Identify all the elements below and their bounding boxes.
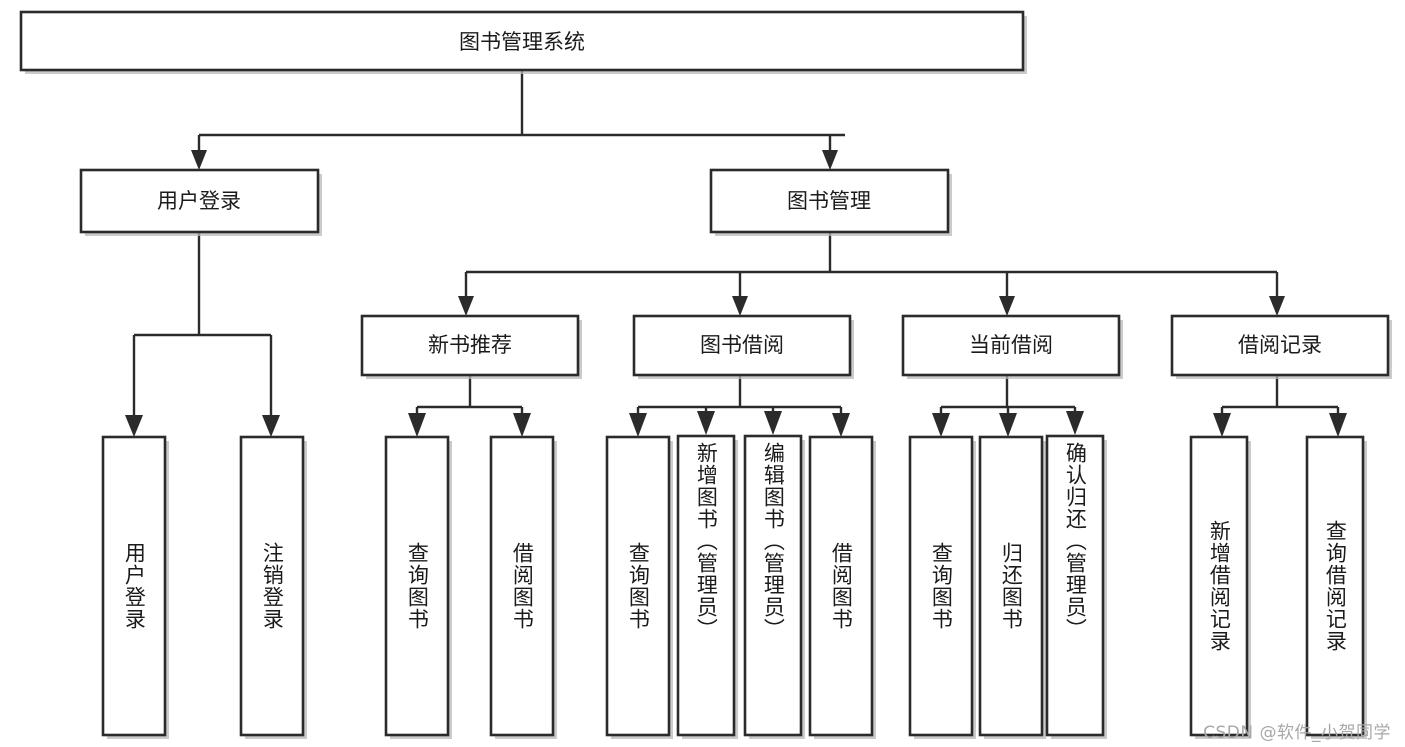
arrow-head-book-management xyxy=(822,150,838,170)
leaf-return-book-box[interactable] xyxy=(978,435,1044,737)
leaf-user-login-box[interactable] xyxy=(101,435,167,737)
borrow-record-node-box[interactable] xyxy=(1170,314,1390,377)
arrow-head-borrow-record xyxy=(1269,296,1285,316)
arrow-head-leaf-borrow-book-rec xyxy=(513,413,531,437)
horizontal-label-group: 图书管理系统 用户登录 图书管理 新书推荐 图书借阅 当前借阅 借阅记录 xyxy=(157,30,1322,357)
arrow-head-leaf-query-book-current xyxy=(932,413,950,437)
book-management-node-label: 图书管理 xyxy=(787,189,871,213)
arrow-head-leaf-edit-book-admin xyxy=(764,411,782,435)
leaf-query-book-current-box[interactable] xyxy=(908,435,974,737)
arrow-head-leaf-add-book-admin xyxy=(697,411,715,435)
arrow-head-leaf-add-borrow-record xyxy=(1213,413,1231,437)
root-node-label: 图书管理系统 xyxy=(459,30,585,54)
leaf-query-book-rec-box[interactable] xyxy=(384,435,450,737)
arrow-head-leaf-logout xyxy=(262,415,280,437)
leaf-query-book-borrow-box[interactable] xyxy=(605,435,671,737)
book-borrow-node-label: 图书借阅 xyxy=(700,333,784,357)
arrow-head-leaf-query-book-rec xyxy=(408,413,426,437)
arrow-head-leaf-borrow-book xyxy=(832,413,850,437)
leaf-confirm-return-admin-box[interactable] xyxy=(1045,434,1105,737)
arrow-head-user-login xyxy=(191,150,207,170)
node-box-group xyxy=(19,10,1392,739)
borrow-record-node-label: 借阅记录 xyxy=(1238,333,1322,357)
arrow-head-leaf-return-book xyxy=(999,413,1017,437)
user-login-node-label: 用户登录 xyxy=(157,189,241,213)
current-borrow-node-label: 当前借阅 xyxy=(969,333,1053,357)
arrow-head-book-borrow xyxy=(732,296,748,316)
arrow-head-leaf-query-borrow-record xyxy=(1329,413,1347,437)
leaf-add-borrow-record-box[interactable] xyxy=(1189,435,1249,737)
leaf-borrow-book-box[interactable] xyxy=(808,435,874,737)
new-book-recommend-node-label: 新书推荐 xyxy=(428,333,512,357)
connector-group xyxy=(125,70,1347,437)
leaf-borrow-book-rec-box[interactable] xyxy=(489,435,555,737)
leaf-query-borrow-record-box[interactable] xyxy=(1305,435,1365,737)
arrow-head-leaf-confirm-return-admin xyxy=(1066,411,1084,435)
current-borrow-node-box[interactable] xyxy=(901,314,1121,377)
new-book-recommend-node-box[interactable] xyxy=(360,314,580,377)
leaf-add-book-admin-box[interactable] xyxy=(676,434,736,737)
arrow-head-new-book-recommend xyxy=(458,296,474,316)
book-management-node-box[interactable] xyxy=(709,168,950,234)
watermark-text: CSDN @软件_小贺同学 xyxy=(1203,723,1391,743)
arrow-head-leaf-query-book-borrow xyxy=(629,413,647,437)
leaf-logout-box[interactable] xyxy=(239,435,305,737)
book-borrow-node-box[interactable] xyxy=(632,314,852,377)
leaf-edit-book-admin-box[interactable] xyxy=(743,434,803,737)
user-login-node-box[interactable] xyxy=(79,168,320,234)
arrow-head-current-borrow xyxy=(999,296,1015,316)
root-node-box[interactable] xyxy=(19,10,1025,72)
arrow-head-leaf-user-login xyxy=(125,415,143,437)
